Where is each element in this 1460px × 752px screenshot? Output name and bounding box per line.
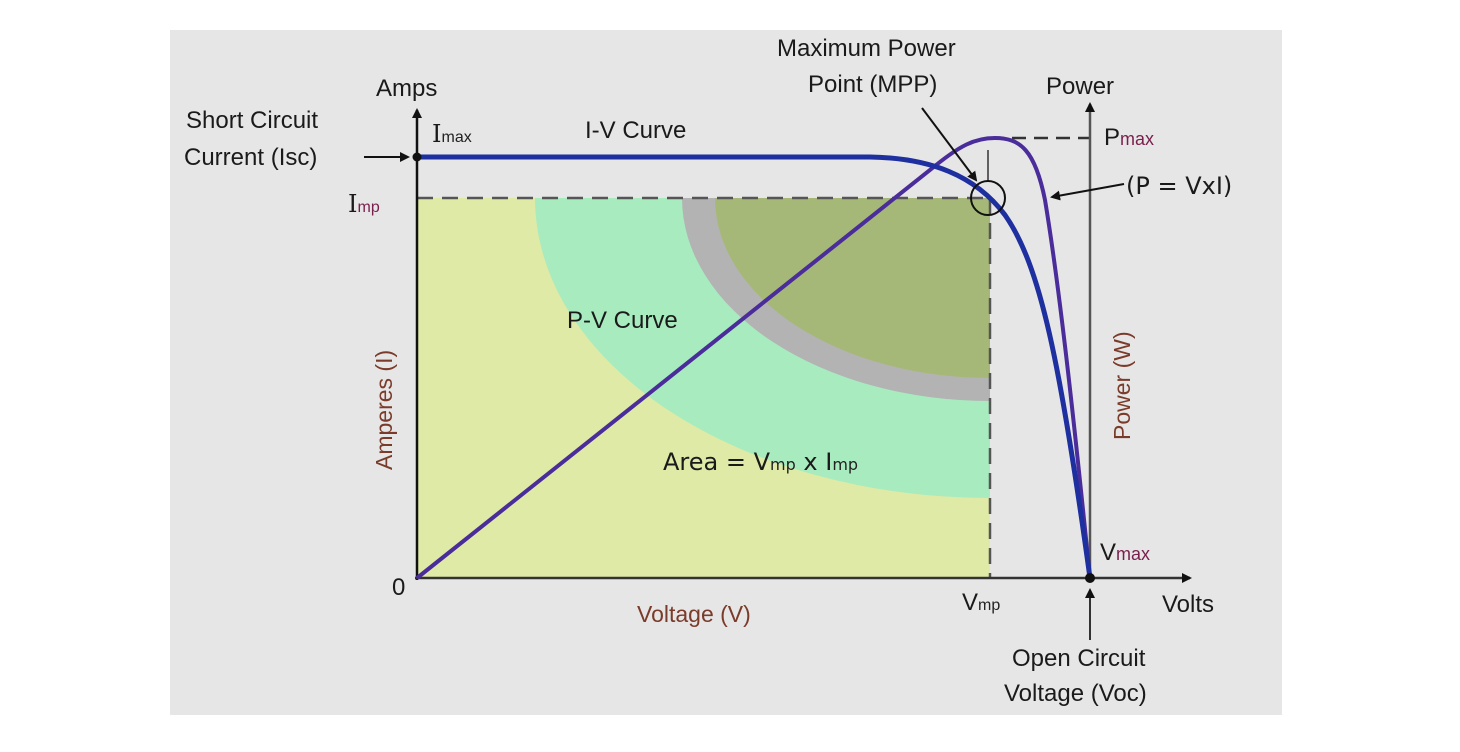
power-axis-title: Power (W): [1109, 331, 1135, 440]
volts-label: Volts: [1162, 591, 1214, 618]
vmp-label: Vmp: [962, 589, 1000, 616]
mpp-circle: [970, 180, 1006, 216]
voltage-axis-title: Voltage (V): [637, 601, 751, 627]
pv-curve-label: P-V Curve: [567, 307, 678, 334]
isc-label-line2: Current (Isc): [184, 144, 317, 171]
iv-curve-label: I-V Curve: [585, 117, 686, 144]
power-area-shading: [417, 198, 990, 578]
voc-label-line1: Open Circuit: [1012, 645, 1146, 672]
isc-label-line1: Short Circuit: [186, 107, 318, 134]
imp-label: Imp: [348, 190, 380, 218]
isc-point: [412, 152, 422, 162]
mpp-label-line1: Maximum Power: [777, 35, 956, 62]
amperes-axis-title: Amperes (I): [371, 350, 397, 470]
area-olive-region: [715, 198, 990, 378]
iv-curve-line: [417, 154, 1093, 579]
power-label: Power: [1046, 73, 1114, 100]
origin-label: 0: [392, 574, 405, 601]
area-formula-label: Area = Vmp x Imp: [663, 448, 858, 476]
voc-point: [1085, 573, 1095, 583]
mpp-arrow: [921, 107, 978, 182]
power-formula-label: (P = VxI): [1126, 172, 1232, 200]
pv-curve-line: [415, 135, 1092, 580]
mpp-label-line2: Point (MPP): [808, 71, 937, 98]
imax-label: Imax: [432, 120, 472, 148]
voc-label-line2: Voltage (Voc): [1004, 680, 1147, 707]
amps-label: Amps: [376, 75, 437, 102]
power-formula-arrow: [1050, 183, 1125, 201]
vmax-label: Vmax: [1100, 539, 1150, 566]
pmax-label: Pmax: [1104, 124, 1154, 151]
